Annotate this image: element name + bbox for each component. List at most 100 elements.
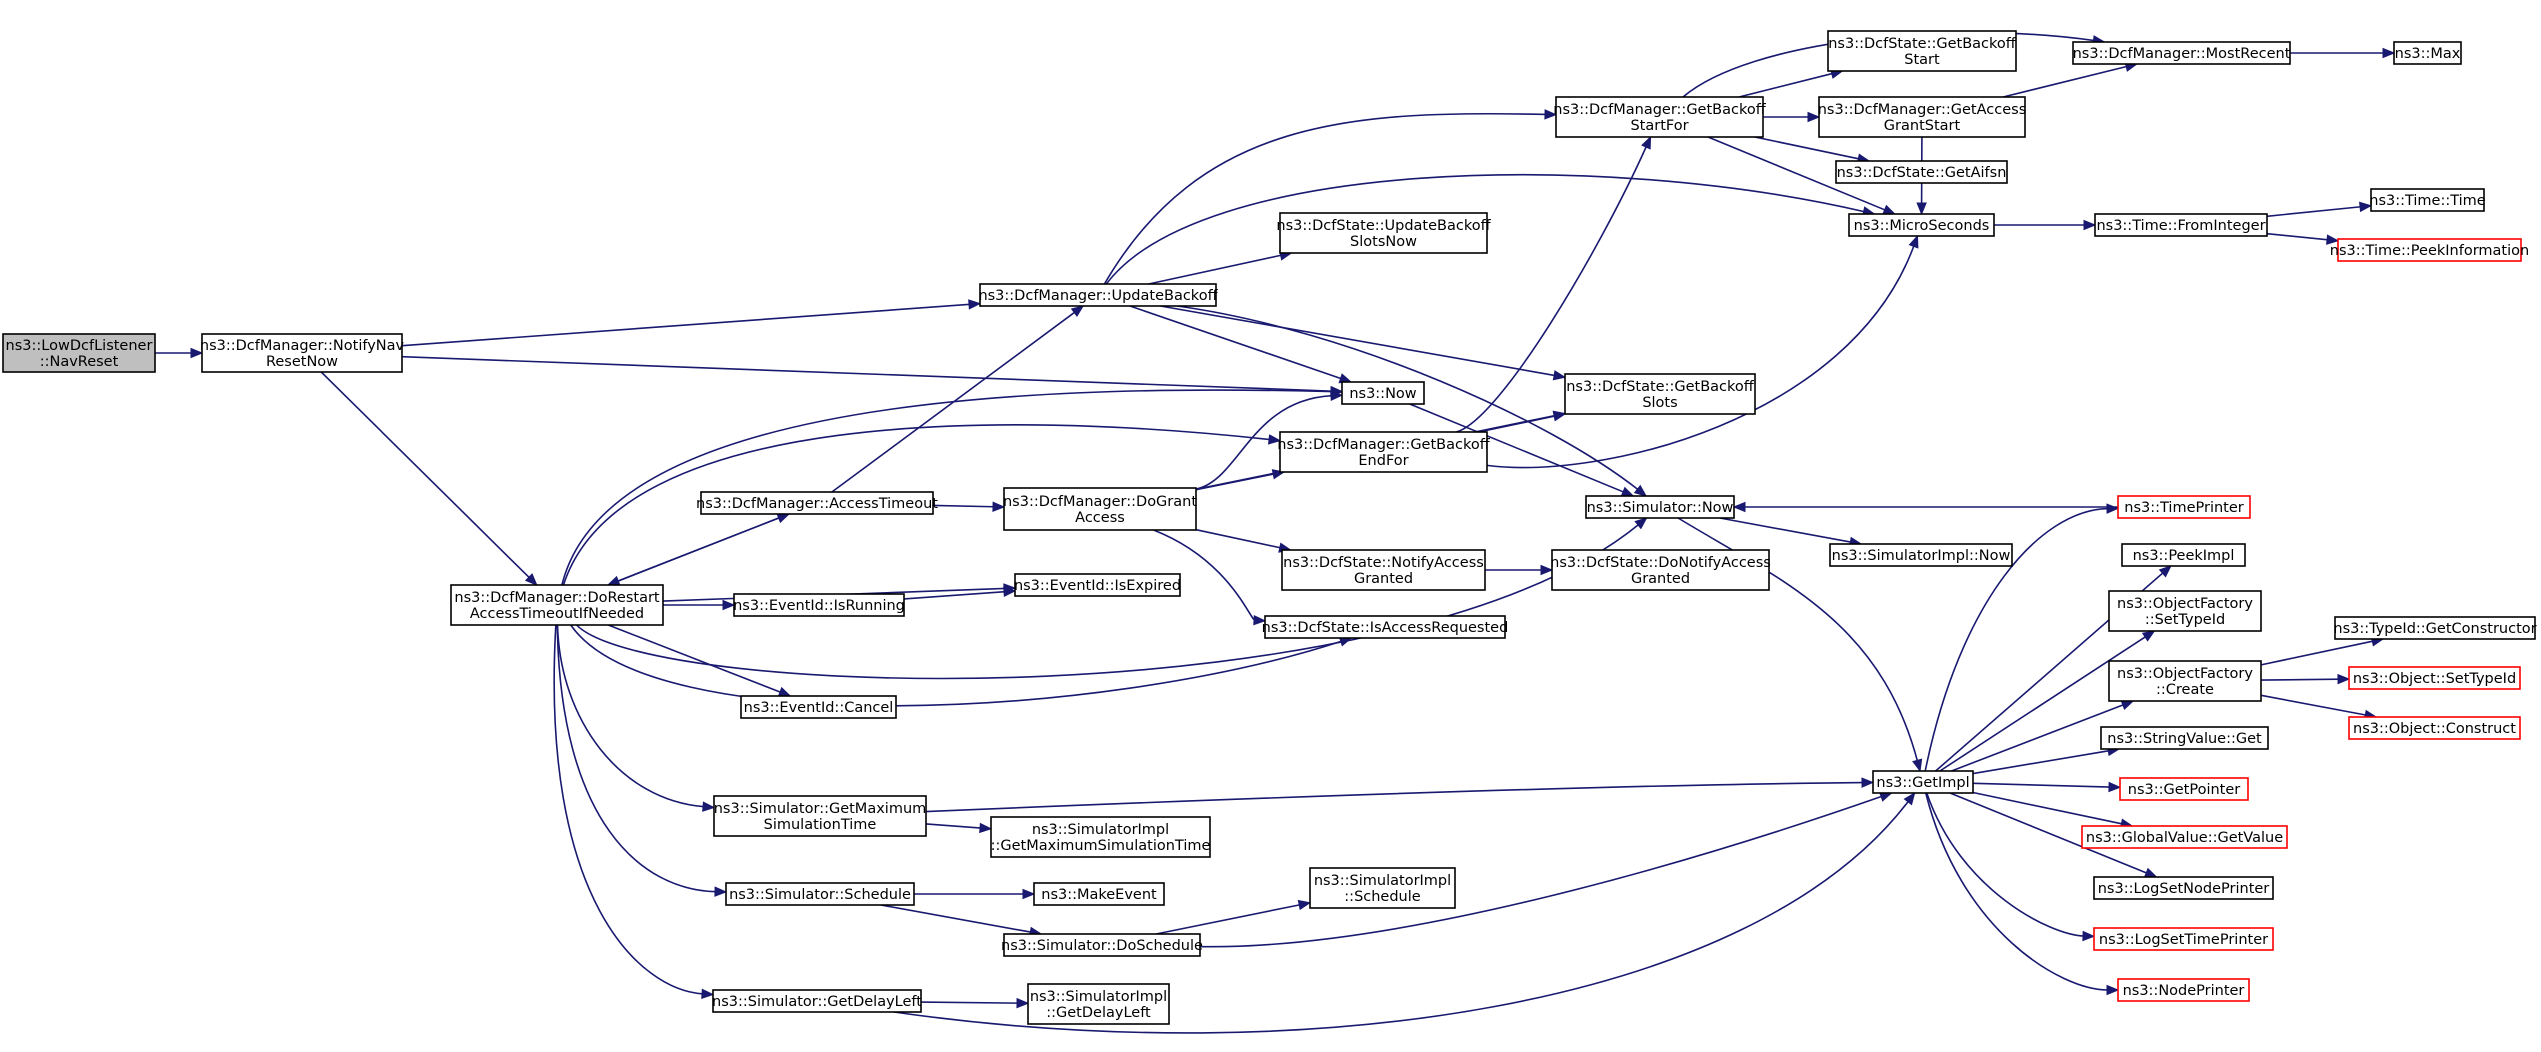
node-box[interactable] [2108, 660, 2262, 702]
node-box[interactable] [725, 882, 915, 906]
node-box[interactable] [1027, 983, 1170, 1025]
node-box[interactable] [2119, 777, 2249, 801]
node-box[interactable] [1279, 431, 1488, 473]
node-box[interactable] [1827, 30, 2017, 72]
node-simnow[interactable]: ns3::Simulator::Now [1585, 495, 1735, 519]
node-cancel[interactable]: ns3::EventId::Cancel [740, 695, 897, 719]
node-simimplmaxsim[interactable]: ns3::SimulatorImpl::GetMaximumSimulation… [990, 816, 1211, 858]
node-updatebackoff[interactable]: ns3::DcfManager::UpdateBackoff [978, 283, 1219, 307]
node-box[interactable] [2094, 213, 2268, 237]
node-globalvalue[interactable]: ns3::GlobalValue::GetValue [2081, 825, 2288, 849]
node-timeprinter[interactable]: ns3::TimePrinter [2117, 495, 2251, 519]
node-getpointer[interactable]: ns3::GetPointer [2119, 777, 2249, 801]
node-box[interactable] [1551, 549, 1770, 591]
node-box[interactable] [1341, 381, 1425, 405]
node-box[interactable] [2337, 238, 2522, 262]
node-getimpl[interactable]: ns3::GetImpl [1872, 770, 1974, 794]
node-box[interactable] [1829, 543, 2013, 567]
node-objsettypeid[interactable]: ns3::Object::SetTypeId [2348, 666, 2521, 690]
node-box[interactable] [201, 333, 403, 373]
node-max[interactable]: ns3::Max [2393, 41, 2462, 65]
node-box[interactable] [712, 989, 922, 1013]
node-box[interactable] [1872, 770, 1974, 794]
node-mostrecent[interactable]: ns3::DcfManager::MostRecent [2072, 41, 2291, 65]
node-box[interactable] [1848, 213, 1995, 237]
node-nodeprinter[interactable]: ns3::NodePrinter [2117, 978, 2250, 1002]
node-logsettime[interactable]: ns3::LogSetTimePrinter [2093, 927, 2274, 951]
node-box[interactable] [990, 816, 1211, 858]
node-box[interactable] [713, 795, 927, 837]
node-box[interactable] [1279, 212, 1488, 254]
node-box[interactable] [2093, 927, 2274, 951]
node-box[interactable] [2117, 978, 2250, 1002]
node-box[interactable] [1835, 160, 2008, 184]
node-box[interactable] [1264, 615, 1506, 639]
node-isrunning[interactable]: ns3::EventId::IsRunning [733, 593, 905, 617]
node-box[interactable] [1564, 373, 1756, 415]
node-peekinfo[interactable]: ns3::Time::PeekInformation [2330, 238, 2529, 262]
node-microseconds[interactable]: ns3::MicroSeconds [1848, 213, 1995, 237]
node-now[interactable]: ns3::Now [1341, 381, 1425, 405]
node-schedule[interactable]: ns3::Simulator::Schedule [725, 882, 915, 906]
node-frominteger[interactable]: ns3::Time::FromInteger [2094, 213, 2268, 237]
node-accesstimeout[interactable]: ns3::DcfManager::AccessTimeout [696, 491, 938, 515]
node-box[interactable] [1003, 933, 1201, 957]
node-peekimpl[interactable]: ns3::PeekImpl [2121, 543, 2246, 567]
node-box[interactable] [733, 593, 905, 617]
node-getaifsn[interactable]: ns3::DcfState::GetAifsn [1835, 160, 2008, 184]
node-box[interactable] [1281, 549, 1486, 591]
node-getmaxsim[interactable]: ns3::Simulator::GetMaximumSimulationTime [713, 795, 927, 837]
node-logsetnode[interactable]: ns3::LogSetNodePrinter [2093, 876, 2274, 900]
node-box[interactable] [2, 333, 156, 373]
node-isaccessrequested[interactable]: ns3::DcfState::IsAccessRequested [1262, 615, 1509, 639]
node-ofcreate[interactable]: ns3::ObjectFactory::Create [2108, 660, 2262, 702]
node-simimplschedule[interactable]: ns3::SimulatorImpl::Schedule [1309, 867, 1456, 909]
node-box[interactable] [1014, 573, 1181, 597]
node-box[interactable] [2393, 41, 2462, 65]
node-box[interactable] [1585, 495, 1735, 519]
node-timetime[interactable]: ns3::Time::Time [2369, 188, 2486, 212]
node-box[interactable] [2370, 188, 2485, 212]
node-dorestart[interactable]: ns3::DcfManager::DoRestartAccessTimeoutI… [450, 584, 664, 626]
node-box[interactable] [2348, 716, 2521, 740]
node-box[interactable] [740, 695, 897, 719]
node-box[interactable] [2121, 543, 2246, 567]
node-lowdcf[interactable]: ns3::LowDcfListener::NavReset [2, 333, 156, 373]
node-box[interactable] [1555, 96, 1764, 138]
node-box[interactable] [979, 283, 1217, 307]
node-box[interactable] [1309, 867, 1456, 909]
node-simimplnow[interactable]: ns3::SimulatorImpl::Now [1829, 543, 2013, 567]
node-getdelayleft[interactable]: ns3::Simulator::GetDelayLeft [712, 989, 922, 1013]
node-box[interactable] [2108, 590, 2262, 632]
node-box[interactable] [2081, 825, 2288, 849]
node-box[interactable] [2072, 41, 2291, 65]
node-box[interactable] [1003, 487, 1197, 531]
node-box[interactable] [450, 584, 664, 626]
node-objconstruct[interactable]: ns3::Object::Construct [2348, 716, 2521, 740]
node-box[interactable] [1033, 882, 1165, 906]
node-box[interactable] [2117, 495, 2251, 519]
node-box[interactable] [2100, 726, 2269, 750]
node-box[interactable] [1818, 96, 2026, 138]
node-box[interactable] [2334, 616, 2536, 640]
node-box[interactable] [2093, 876, 2274, 900]
node-box[interactable] [2348, 666, 2521, 690]
node-makeevent[interactable]: ns3::MakeEvent [1033, 882, 1165, 906]
node-getconstructor[interactable]: ns3::TypeId::GetConstructor [2333, 616, 2537, 640]
node-stringget[interactable]: ns3::StringValue::Get [2100, 726, 2269, 750]
node-doschedule[interactable]: ns3::Simulator::DoSchedule [1001, 933, 1203, 957]
node-setypeid[interactable]: ns3::ObjectFactory::SetTypeId [2108, 590, 2262, 632]
node-isexpired[interactable]: ns3::EventId::IsExpired [1014, 573, 1181, 597]
node-box[interactable] [700, 491, 934, 515]
node-simimpldelayleft[interactable]: ns3::SimulatorImpl::GetDelayLeft [1027, 983, 1170, 1025]
